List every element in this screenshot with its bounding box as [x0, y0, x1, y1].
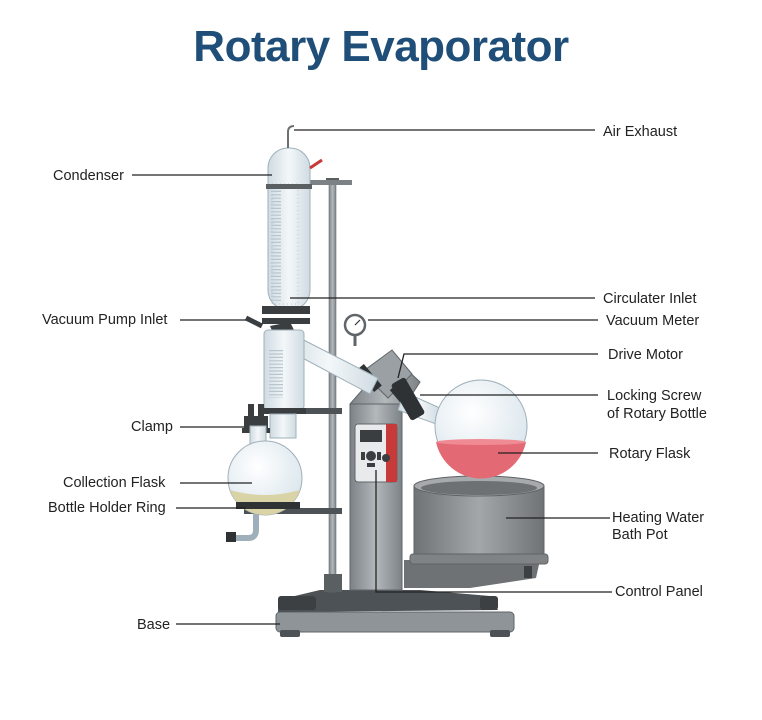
label-heating-water: Heating Water — [612, 510, 704, 526]
label-bottle-holder-ring: Bottle Holder Ring — [48, 500, 166, 516]
heating-water-bath-pot — [404, 475, 549, 588]
label-control-panel: Control Panel — [615, 584, 703, 600]
collection-flask — [226, 425, 303, 542]
vacuum-meter — [343, 313, 367, 346]
label-drive-motor: Drive Motor — [608, 347, 683, 363]
label-vacuum-meter: Vacuum Meter — [606, 313, 699, 329]
label-locking-screw-line2: of Rotary Bottle — [607, 406, 707, 422]
label-collection-flask: Collection Flask — [63, 475, 166, 491]
label-rotary-flask: Rotary Flask — [609, 446, 691, 462]
label-condenser: Condenser — [53, 168, 124, 184]
page-title: Rotary Evaporator — [193, 22, 569, 71]
label-air-exhaust: Air Exhaust — [603, 124, 677, 140]
label-circulater-inlet: Circulater Inlet — [603, 291, 696, 307]
label-locking-screw: Locking Screw — [607, 388, 702, 404]
label-clamp: Clamp — [131, 419, 173, 435]
label-vacuum-pump-inlet: Vacuum Pump Inlet — [42, 312, 167, 328]
stand-pole — [244, 178, 352, 593]
label-base: Base — [137, 617, 170, 633]
label-heating-water-line2: Bath Pot — [612, 527, 668, 543]
base — [275, 590, 515, 637]
locking-screw[interactable] — [391, 377, 426, 421]
receiving-column — [262, 329, 306, 439]
leader-lines — [132, 129, 612, 625]
condenser — [244, 125, 323, 329]
control-panel[interactable] — [354, 423, 398, 483]
